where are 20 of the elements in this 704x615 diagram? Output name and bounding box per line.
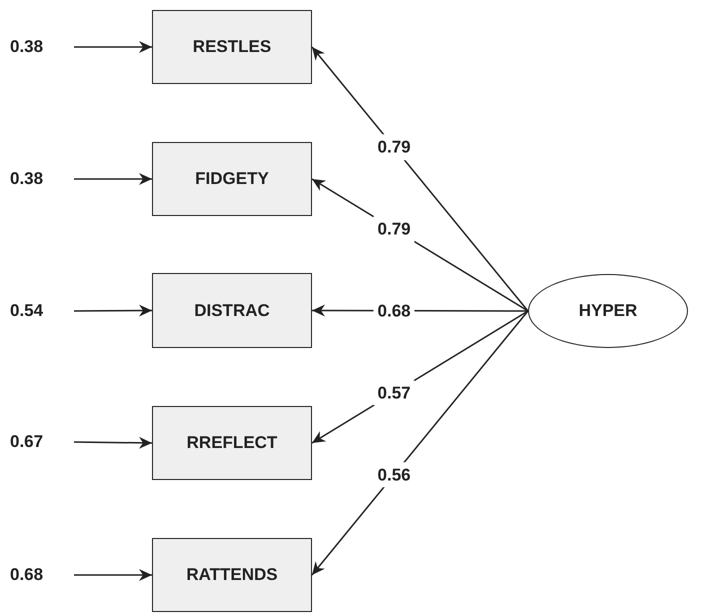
variable-box: RATTENDS	[152, 538, 312, 612]
edge-label: 0.57	[374, 380, 415, 406]
error-value: 0.38	[10, 166, 74, 192]
latent-ellipse: HYPER	[528, 274, 688, 348]
arrow	[74, 41, 152, 53]
arrow	[311, 46, 529, 312]
arrow	[74, 304, 152, 317]
error-value: 0.38	[10, 34, 74, 60]
variable-box: RESTLES	[152, 10, 312, 84]
edge-label: 0.79	[374, 216, 415, 242]
arrow	[74, 436, 152, 449]
variable-box: FIDGETY	[152, 142, 312, 216]
variable-box: RREFLECT	[152, 406, 312, 480]
arrow	[74, 569, 152, 581]
error-value: 0.67	[10, 429, 74, 455]
variable-box: DISTRAC	[152, 273, 312, 348]
arrow	[74, 173, 152, 185]
arrow	[311, 310, 529, 576]
error-value: 0.54	[10, 298, 74, 324]
error-value: 0.68	[10, 562, 74, 588]
